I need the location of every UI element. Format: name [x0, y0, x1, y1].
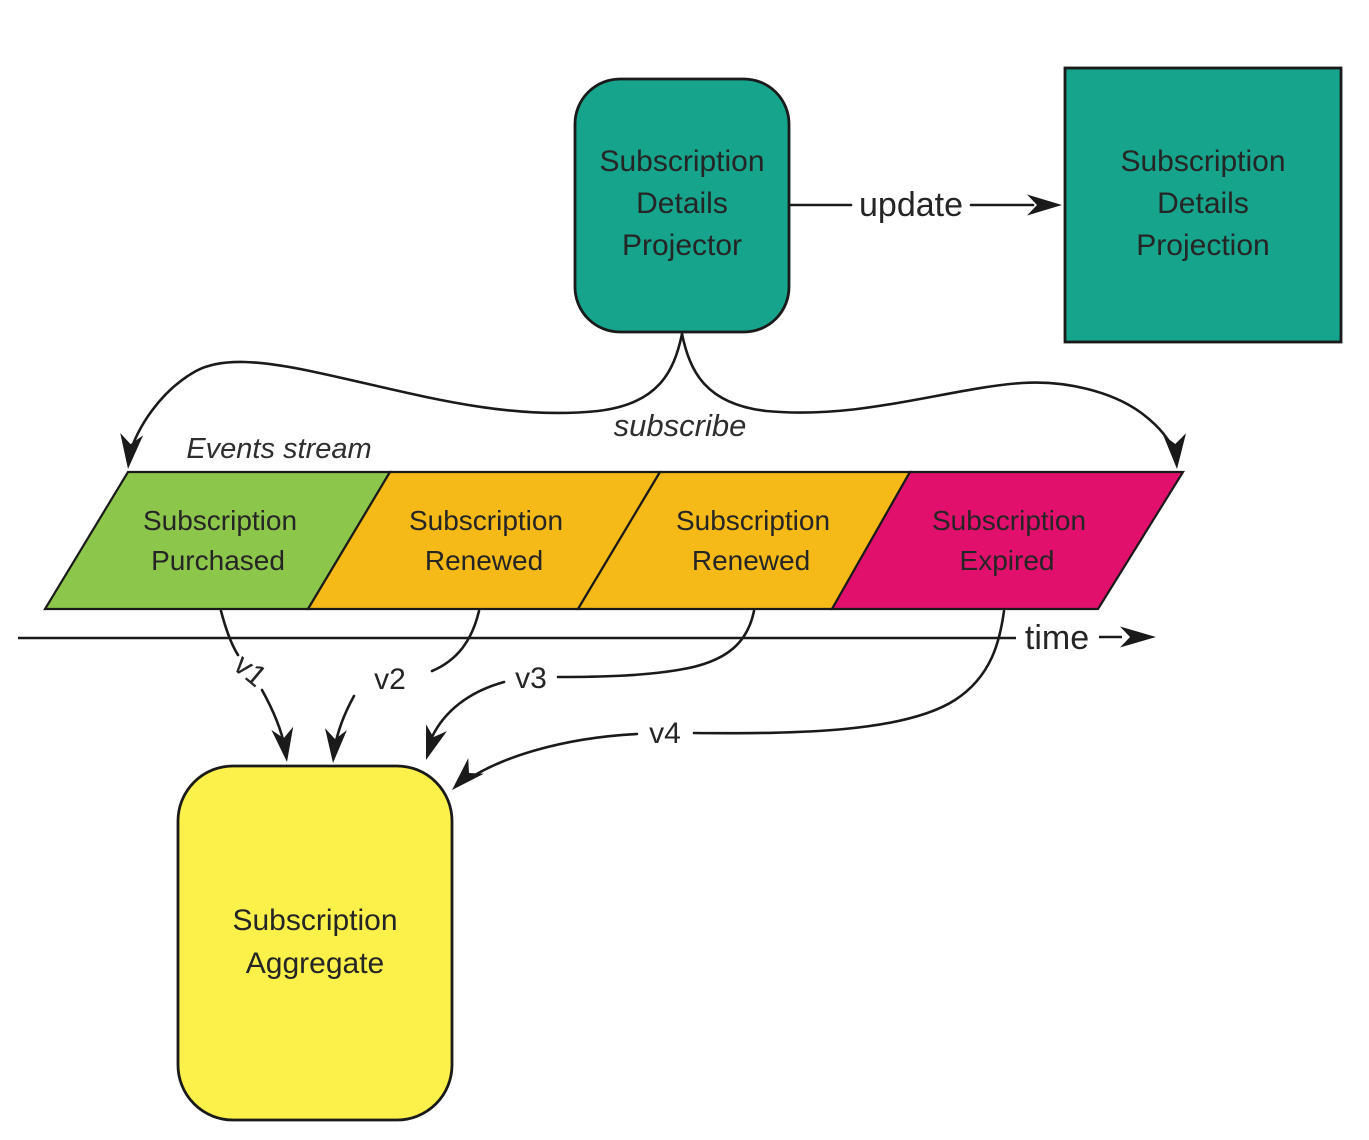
event-renewed-2-label-line2: Renewed — [692, 545, 810, 576]
update-arrowhead-icon — [1027, 194, 1062, 216]
v4-curve-lower — [465, 732, 639, 782]
subscribe-curve-right — [680, 332, 1178, 458]
event-renewed-1-label-line2: Renewed — [425, 545, 543, 576]
v2-curve-upper — [430, 609, 481, 673]
v3-label: v3 — [515, 662, 547, 695]
projector-node: Subscription Details Projector — [573, 77, 791, 334]
event-purchased-label-line1: Subscription — [143, 505, 297, 536]
v1-curve-upper — [219, 609, 240, 657]
projection-node: Subscription Details Projection — [1063, 66, 1343, 344]
time-arrowhead-icon — [1120, 626, 1156, 648]
projection-label-line3: Projection — [1136, 229, 1269, 262]
event-purchased-label-line2: Purchased — [151, 545, 285, 576]
subscribe-arrowhead-right-icon — [1163, 433, 1187, 469]
subscribe-curve-left — [127, 332, 684, 458]
projector-label-line3: Projector — [622, 229, 742, 262]
event-expired-label-line2: Expired — [960, 545, 1055, 576]
v3-curve-upper — [556, 609, 756, 679]
update-arrow: update — [788, 186, 1062, 224]
aggregate-shape — [176, 764, 454, 1122]
v4-arrowhead-icon — [452, 758, 484, 790]
v4-label: v4 — [649, 717, 681, 750]
v1-label: v1 — [227, 648, 272, 694]
v3-curve-lower — [430, 680, 506, 739]
projector-label-line1: Subscription — [599, 145, 764, 178]
v3-arrowhead-icon — [426, 724, 447, 760]
update-label: update — [859, 186, 963, 224]
time-label: time — [1025, 619, 1089, 657]
event-renewed-1-label-line1: Subscription — [409, 505, 563, 536]
event-expired-label-line1: Subscription — [932, 505, 1086, 536]
v4-curve-upper — [692, 609, 1006, 735]
v2-label: v2 — [374, 663, 406, 696]
v2-arrowhead-icon — [325, 728, 347, 763]
subscribe-arrows: subscribe — [120, 332, 1187, 469]
subscribe-label: subscribe — [614, 408, 747, 443]
projection-label-line2: Details — [1157, 187, 1249, 220]
event-renewed-2-label-line1: Subscription — [676, 505, 830, 536]
aggregate-label-line2: Aggregate — [246, 947, 384, 980]
projection-shape — [1063, 66, 1343, 344]
aggregate-node: Subscription Aggregate — [176, 764, 454, 1122]
aggregate-label-line1: Subscription — [232, 904, 397, 937]
time-axis: time — [18, 619, 1156, 657]
projection-label-line1: Subscription — [1120, 145, 1285, 178]
projector-label-line2: Details — [636, 187, 728, 220]
events-stream: Subscription Purchased Subscription Rene… — [43, 470, 1185, 611]
v1-arrowhead-icon — [271, 726, 294, 762]
subscribe-arrowhead-left-icon — [120, 432, 144, 469]
events-stream-label: Events stream — [186, 433, 371, 465]
event-expired-shape — [830, 470, 1185, 611]
